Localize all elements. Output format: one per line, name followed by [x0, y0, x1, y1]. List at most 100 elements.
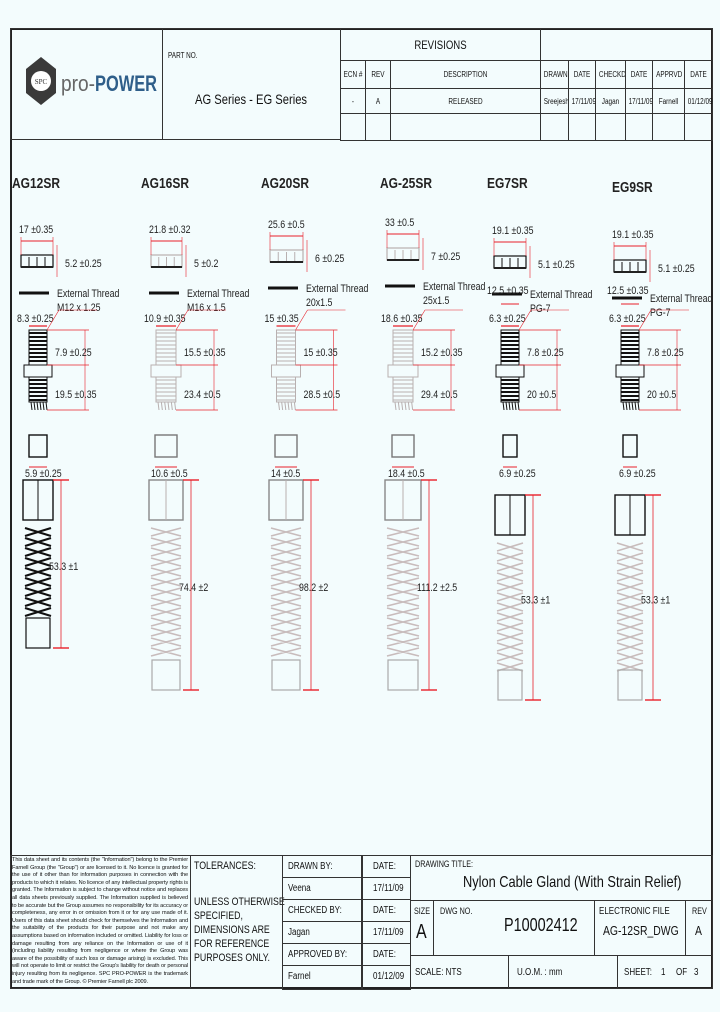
lower-thread — [276, 376, 296, 403]
date-label: DATE: — [373, 949, 396, 960]
nut-height-dim: 5.1 ±0.25 — [538, 259, 575, 271]
fringe-line — [631, 401, 634, 411]
size-cell: SIZE A — [410, 900, 434, 956]
fringe-line — [293, 401, 296, 411]
nut-height-dim: 5.2 ±0.25 — [65, 258, 102, 270]
svg-text:POWER: POWER — [95, 71, 157, 96]
signoff-cell: DRAWN BY: — [282, 855, 362, 878]
lower-length-dim: 20 ±0.5 — [527, 389, 557, 401]
fringe-line — [404, 401, 407, 411]
upper-length-dim: 15.2 ±0.35 — [421, 347, 463, 359]
revisions-header-text: DRAWN — [543, 70, 568, 79]
lower-thread — [392, 376, 414, 403]
seal-dia-dim: 14 ±0.5 — [271, 468, 301, 480]
revisions-header-text: REV — [371, 70, 385, 79]
revisions-title-text: REVISIONS — [414, 38, 467, 52]
revisions-cell-text: Jagan — [601, 96, 620, 106]
fringe-line — [164, 401, 167, 411]
fringe-line — [157, 401, 160, 411]
thread-outer-dia-dim: 12.5 ±0.35 — [607, 285, 649, 297]
thread-label: External Thread — [187, 288, 249, 300]
upper-length-dim: 15.5 ±0.35 — [184, 347, 226, 359]
flange — [387, 364, 419, 378]
size-value: A — [416, 921, 427, 943]
fringe-line — [394, 401, 397, 411]
total-length-dim: 111.2 ±2.5 — [417, 582, 458, 594]
upper-thread — [155, 329, 177, 366]
lower-length-dim: 23.4 ±0.5 — [184, 389, 221, 401]
checked-date: 17/11/09 — [373, 927, 404, 938]
signoff-cell: Jagan — [282, 921, 362, 944]
signoff-cell: DATE: — [362, 899, 411, 922]
revisions-cell-text: RELEASED — [448, 96, 483, 106]
svg-text:pro-: pro- — [61, 71, 95, 96]
scale-cell: SCALE: NTS — [410, 955, 509, 989]
part-name: AG16SR — [141, 175, 189, 192]
nut-height-dim: 7 ±0.25 — [431, 251, 461, 263]
nut-width-dim: 33 ±0.5 — [385, 217, 415, 229]
revisions-header-text: CHECKD — [598, 70, 626, 79]
signoff-cell: Veena — [282, 877, 362, 900]
seal-ring — [28, 434, 48, 458]
approved-by-label: APPROVED BY: — [288, 949, 348, 960]
strain-relief-end — [497, 669, 523, 701]
upper-thread — [500, 329, 520, 366]
drawing-title: Nylon Cable Gland (With Strain Relief) — [463, 874, 682, 891]
strain-relief-end — [25, 617, 51, 649]
revisions-cell-text: 01/12/09 — [687, 96, 713, 106]
thread-label: External Thread — [650, 293, 712, 305]
lower-length-dim: 29.4 ±0.5 — [421, 389, 458, 401]
strain-relief-end — [271, 659, 301, 691]
signoff-cell: CHECKED BY: — [282, 899, 362, 922]
fringe-line — [284, 401, 287, 411]
fringe-line — [411, 401, 414, 411]
seal-ring — [622, 434, 638, 458]
revisions-header-text: APPRVD — [656, 70, 683, 79]
size-label: SIZE — [414, 906, 431, 916]
revisions-cell-text: Farnell — [658, 96, 679, 106]
uom-value: U.O.M. : mm — [517, 967, 563, 978]
fringe-line — [517, 401, 520, 411]
upper-thread — [392, 329, 414, 366]
signoff-cell: DATE: — [362, 943, 411, 966]
seal-ring — [154, 434, 178, 458]
tolerances-line: UNLESS OTHERWISE — [194, 896, 285, 908]
part-name: EG9SR — [612, 179, 653, 196]
fringe-line — [511, 401, 514, 411]
thread-label: External Thread — [57, 288, 119, 300]
fringe-line — [505, 401, 508, 411]
nut-height-dim: 5 ±0.2 — [194, 258, 219, 270]
flange — [615, 364, 645, 378]
nut-width-dim: 25.6 ±0.5 — [268, 219, 305, 231]
fringe-line — [33, 401, 36, 411]
lower-thread — [28, 376, 48, 403]
flange — [23, 364, 53, 378]
of-label: OF — [676, 967, 688, 978]
seal-dia-dim: 10.6 ±0.5 — [151, 468, 188, 480]
part-name: AG12SR — [12, 175, 60, 192]
signoff-cell: DATE: — [362, 855, 411, 878]
uom-cell: U.O.M. : mm — [508, 955, 618, 989]
date-label: DATE: — [373, 861, 396, 872]
thread-spec: M12 x 1.25 — [57, 302, 101, 314]
spiral-coil — [270, 527, 302, 657]
lower-length-dim: 20 ±0.5 — [647, 389, 677, 401]
fringe-line — [502, 401, 505, 411]
tolerances-line: SPECIFIED, — [194, 910, 243, 922]
fringe-line — [290, 401, 293, 411]
nut-width-dim: 19.1 ±0.35 — [492, 225, 534, 237]
electronic-file-label: ELECTRONIC FILE — [599, 906, 670, 917]
lower-length-dim: 19.5 ±0.35 — [55, 389, 97, 401]
drawn-by: Veena — [288, 883, 311, 894]
flange — [495, 364, 525, 378]
fringe-line — [167, 401, 170, 411]
signoff-cell: Farnel — [282, 965, 362, 990]
strain-relief-end — [617, 669, 643, 701]
disclaimer-text: This data sheet and its contents (the "I… — [12, 857, 188, 985]
nut-width-dim: 17 ±0.35 — [19, 224, 54, 236]
thread-spec: 25x1.5 — [423, 295, 450, 307]
